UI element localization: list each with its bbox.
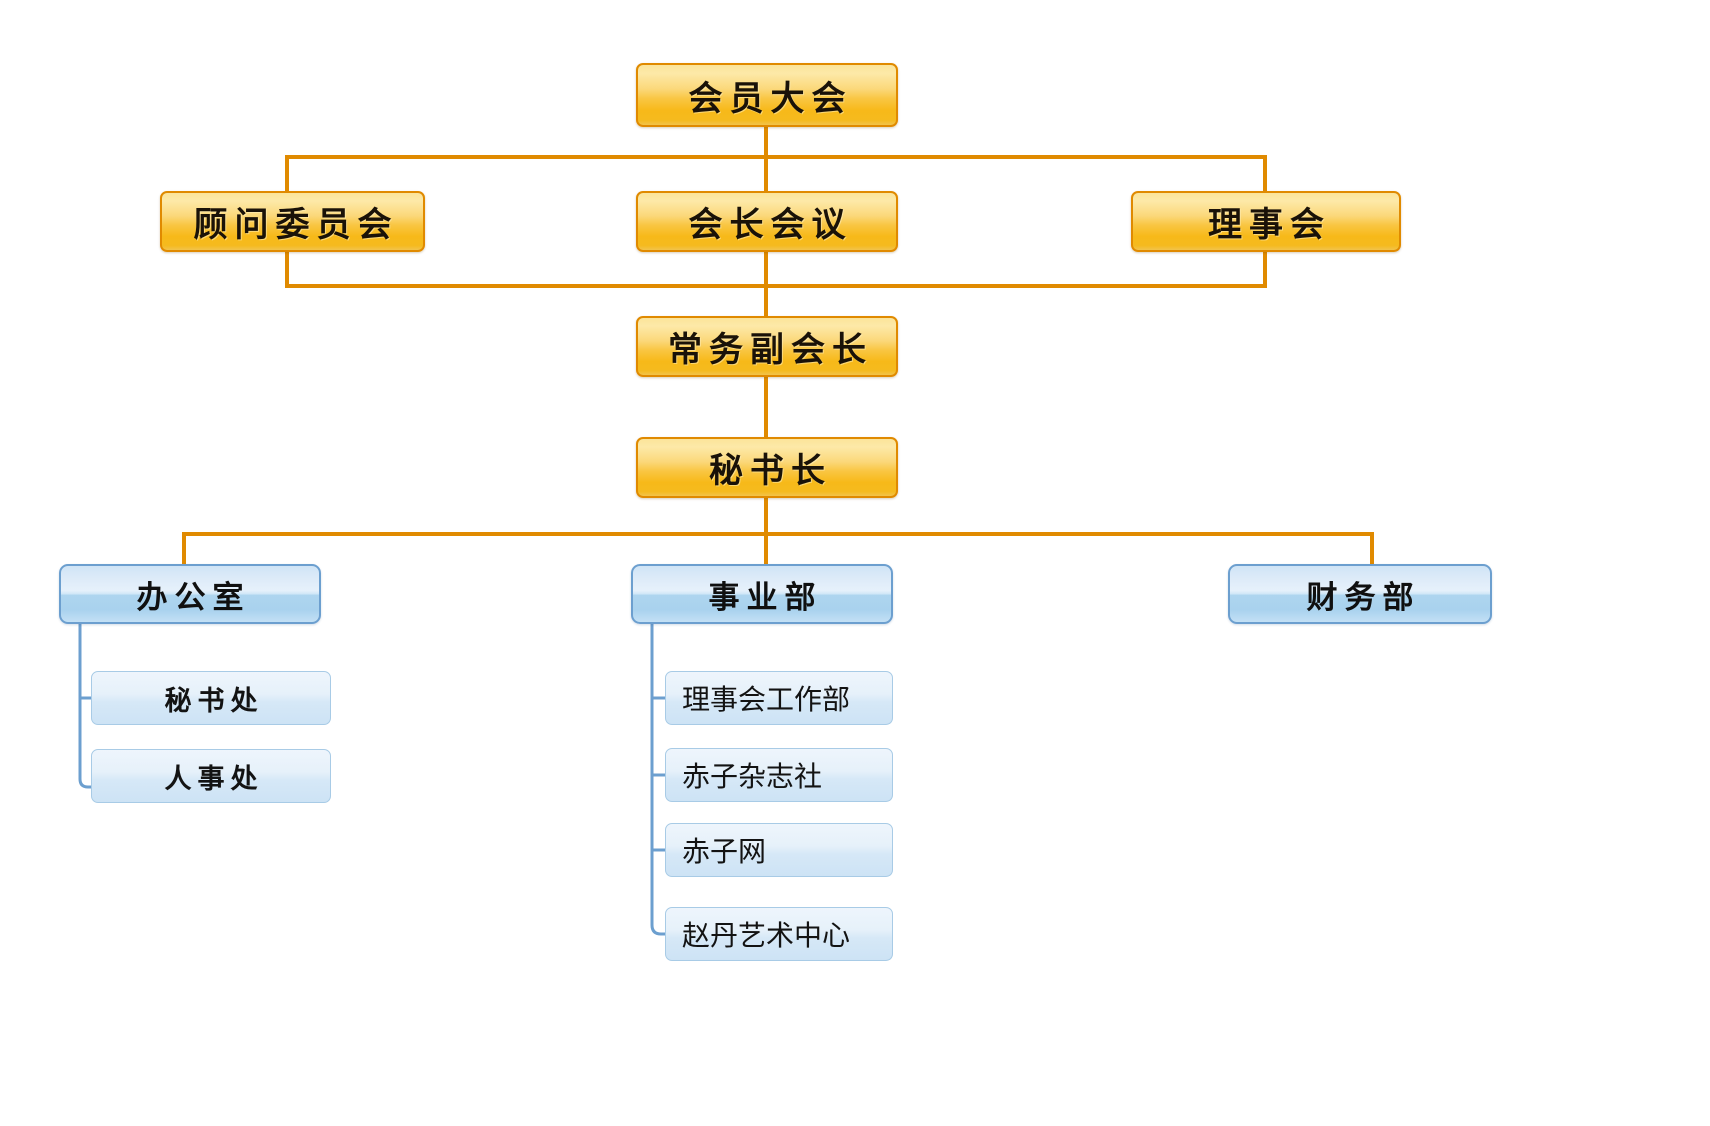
- node-assembly[interactable]: 会员大会: [636, 63, 898, 127]
- node-secretary-general[interactable]: 秘书长: [636, 437, 898, 498]
- node-president-meeting[interactable]: 会长会议: [636, 191, 898, 252]
- node-assembly-label: 会员大会: [688, 80, 853, 118]
- node-board-label: 理事会: [1208, 207, 1331, 244]
- node-business-child-1-label: 赤子杂志社: [682, 760, 823, 793]
- node-business-child-2-label: 赤子网: [682, 835, 767, 868]
- node-finance-department[interactable]: 财务部: [1228, 564, 1492, 624]
- node-board-of-directors[interactable]: 理事会: [1131, 191, 1401, 252]
- node-executive-vice-president[interactable]: 常务副会长: [636, 316, 898, 377]
- node-office-child-0-label: 秘书处: [164, 685, 264, 716]
- node-business-child-3[interactable]: 赵丹艺术中心: [665, 907, 893, 961]
- node-business-child-3-label: 赵丹艺术中心: [682, 919, 851, 952]
- node-advisory-label: 顾问委员会: [193, 207, 399, 244]
- node-office-label: 办公室: [136, 579, 251, 615]
- node-business-child-0-label: 理事会工作部: [682, 683, 851, 716]
- node-business-child-0[interactable]: 理事会工作部: [665, 671, 893, 725]
- wire-business-spine: [650, 624, 666, 936]
- node-business-dept-label: 事业部: [708, 579, 823, 615]
- node-business-child-1[interactable]: 赤子杂志社: [665, 748, 893, 802]
- node-business-department[interactable]: 事业部: [631, 564, 893, 624]
- node-finance-dept-label: 财务部: [1306, 579, 1421, 615]
- node-exec-vp-label: 常务副会长: [668, 332, 873, 369]
- node-advisory-committee[interactable]: 顾问委员会: [160, 191, 425, 252]
- node-president-meeting-label: 会长会议: [688, 207, 853, 244]
- node-office-child-0[interactable]: 秘书处: [91, 671, 331, 725]
- node-office[interactable]: 办公室: [59, 564, 321, 624]
- node-office-child-1-label: 人事处: [164, 763, 264, 794]
- node-business-child-2[interactable]: 赤子网: [665, 823, 893, 877]
- node-office-child-1[interactable]: 人事处: [91, 749, 331, 803]
- node-secretary-general-label: 秘书长: [709, 453, 832, 490]
